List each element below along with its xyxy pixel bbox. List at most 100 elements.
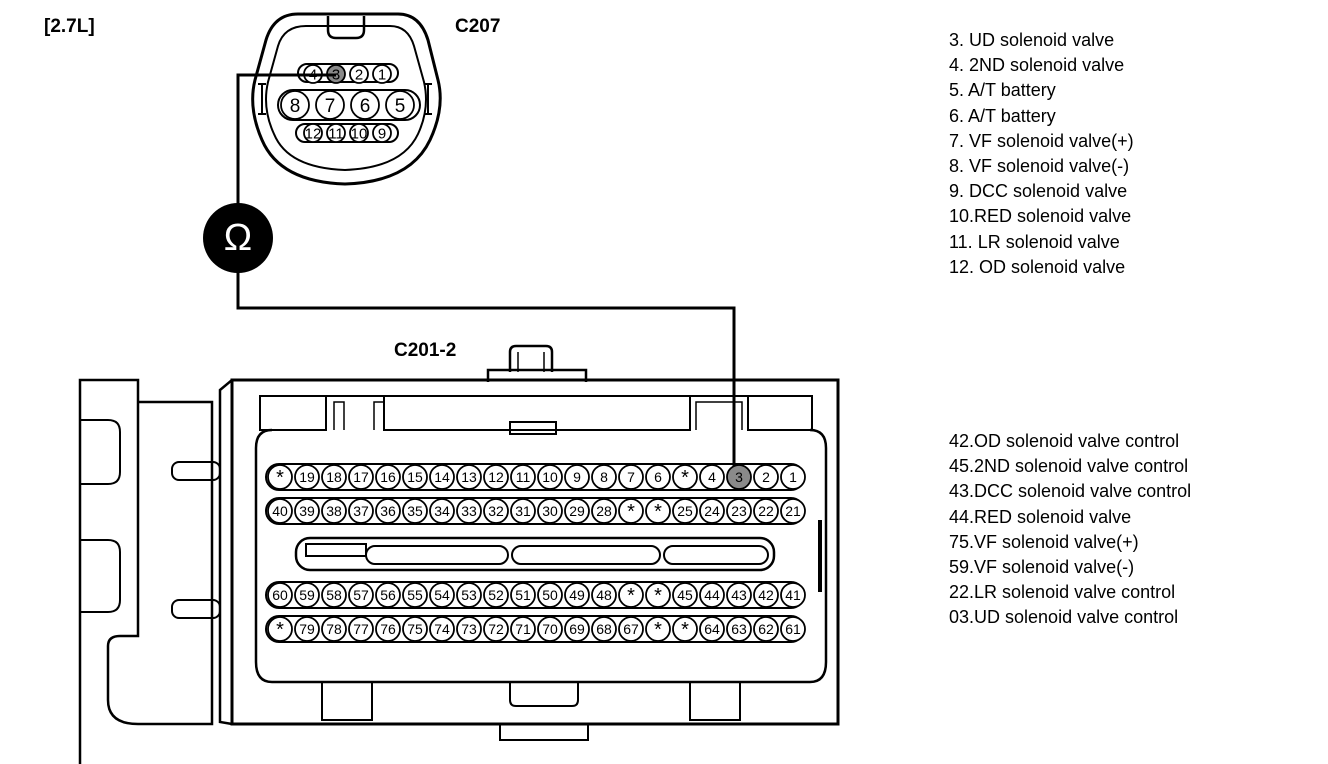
legend-item: 42.OD solenoid valve control [949, 431, 1180, 451]
pin-label: 78 [326, 621, 342, 637]
pin-label: 39 [299, 503, 315, 519]
pin-label: 16 [380, 469, 396, 485]
connector-pin: 9 [372, 123, 392, 143]
connector-pin: 61 [780, 616, 806, 642]
legend-item: 12. OD solenoid valve [949, 256, 1126, 277]
connector-pin: 53 [456, 582, 482, 608]
pin-label: 42 [758, 587, 774, 603]
connector-pin: 42 [753, 582, 779, 608]
connector-pin: 44 [699, 582, 725, 608]
connector-pin: 4 [699, 464, 725, 490]
connector-pin: 52 [483, 582, 509, 608]
connector-pin: 75 [402, 616, 428, 642]
pin-label: 60 [272, 587, 288, 603]
connector-pin: 78 [321, 616, 347, 642]
connector-pin: 31 [510, 498, 536, 524]
connector-pin: 25 [672, 498, 698, 524]
legend-item: 4. 2ND solenoid valve [949, 55, 1125, 76]
connector-pin: 32 [483, 498, 509, 524]
pin-label: 45 [677, 587, 693, 603]
pin-label: 4 [708, 469, 716, 485]
connector-pin: 37 [348, 498, 374, 524]
pin-label: 57 [353, 587, 369, 603]
legend-item: 3. UD solenoid valve [949, 30, 1115, 50]
connector-pin: 21 [780, 498, 806, 524]
pin-label: * [681, 467, 689, 489]
connector-pin: 7 [315, 90, 345, 120]
connector-pin: 56 [375, 582, 401, 608]
pin-label: 54 [434, 587, 450, 603]
pin-label: 10 [542, 469, 558, 485]
connector-pin: 68 [591, 616, 617, 642]
connector-pin: 77 [348, 616, 374, 642]
pin-label: 70 [542, 621, 558, 637]
connector-pin: 63 [726, 616, 752, 642]
connector-pin: 54 [429, 582, 455, 608]
connector-pin: 60 [267, 582, 293, 608]
pin-label: 32 [488, 503, 504, 519]
legend-item: 6. A/T battery [949, 105, 1056, 126]
pin-label: 3 [735, 469, 743, 485]
pin-label: * [681, 619, 689, 641]
pin-label: 9 [378, 125, 386, 142]
legend-item: 11. LR solenoid valve [949, 231, 1120, 252]
legend-item: 45.2ND solenoid valve control [949, 456, 1189, 477]
connector-pin: 38 [321, 498, 347, 524]
connector-pin: 71 [510, 616, 536, 642]
connector-pin: 8 [591, 464, 617, 490]
connector-pin: 29 [564, 498, 590, 524]
pin-label: 8 [290, 96, 301, 117]
pin-label: 24 [704, 503, 720, 519]
pin-label: 58 [326, 587, 342, 603]
connector-pin: 51 [510, 582, 536, 608]
pin-label: 36 [380, 503, 396, 519]
connector-pin: 40 [267, 498, 293, 524]
ohmmeter [203, 203, 273, 273]
connector-pin: 62 [753, 616, 779, 642]
legend-item: 22.LR solenoid valve control [949, 582, 1176, 603]
pin-label: 48 [596, 587, 612, 603]
connector-pin: * [645, 616, 671, 642]
pin-label: * [654, 585, 662, 607]
pin-label: 6 [360, 96, 371, 117]
legend-item: 9. DCC solenoid valve [949, 181, 1128, 202]
pin-label: 29 [569, 503, 585, 519]
pin-label: 50 [542, 587, 558, 603]
pin-label: * [276, 619, 284, 641]
connector-pin: 12 [303, 123, 323, 143]
c201-connector [78, 344, 840, 764]
connector-pin: 76 [375, 616, 401, 642]
pin-label: 74 [434, 621, 450, 637]
connector-pin: 14 [429, 464, 455, 490]
engine-label: [2.7L] [44, 16, 95, 37]
pin-label: 28 [596, 503, 612, 519]
connector-pin: 69 [564, 616, 590, 642]
pin-label: 12 [488, 469, 504, 485]
pin-label: 18 [326, 469, 342, 485]
c207-connector [251, 12, 442, 186]
connector-pin: 7 [618, 464, 644, 490]
pin-label: 35 [407, 503, 423, 519]
connector-pin: * [618, 582, 644, 608]
pin-label: 2 [762, 469, 770, 485]
connector-pin: * [645, 498, 671, 524]
connector-pin: 70 [537, 616, 563, 642]
connector-pin: 43 [726, 582, 752, 608]
pin-label: 15 [407, 469, 423, 485]
pin-label: 38 [326, 503, 342, 519]
pin-label: 56 [380, 587, 396, 603]
pin-label: 9 [573, 469, 581, 485]
connector-pin: 19 [294, 464, 320, 490]
connector-pin: 16 [375, 464, 401, 490]
connector-pin: 3 [726, 464, 752, 490]
legend-item: 03.UD solenoid valve control [949, 607, 1179, 628]
connector-pin: 9 [564, 464, 590, 490]
connector-pin: 59 [294, 582, 320, 608]
connector-pin: 49 [564, 582, 590, 608]
pin-label: 2 [355, 66, 363, 83]
pin-label: 71 [515, 621, 531, 637]
pin-label: 17 [353, 469, 369, 485]
connector-pin: 6 [645, 464, 671, 490]
